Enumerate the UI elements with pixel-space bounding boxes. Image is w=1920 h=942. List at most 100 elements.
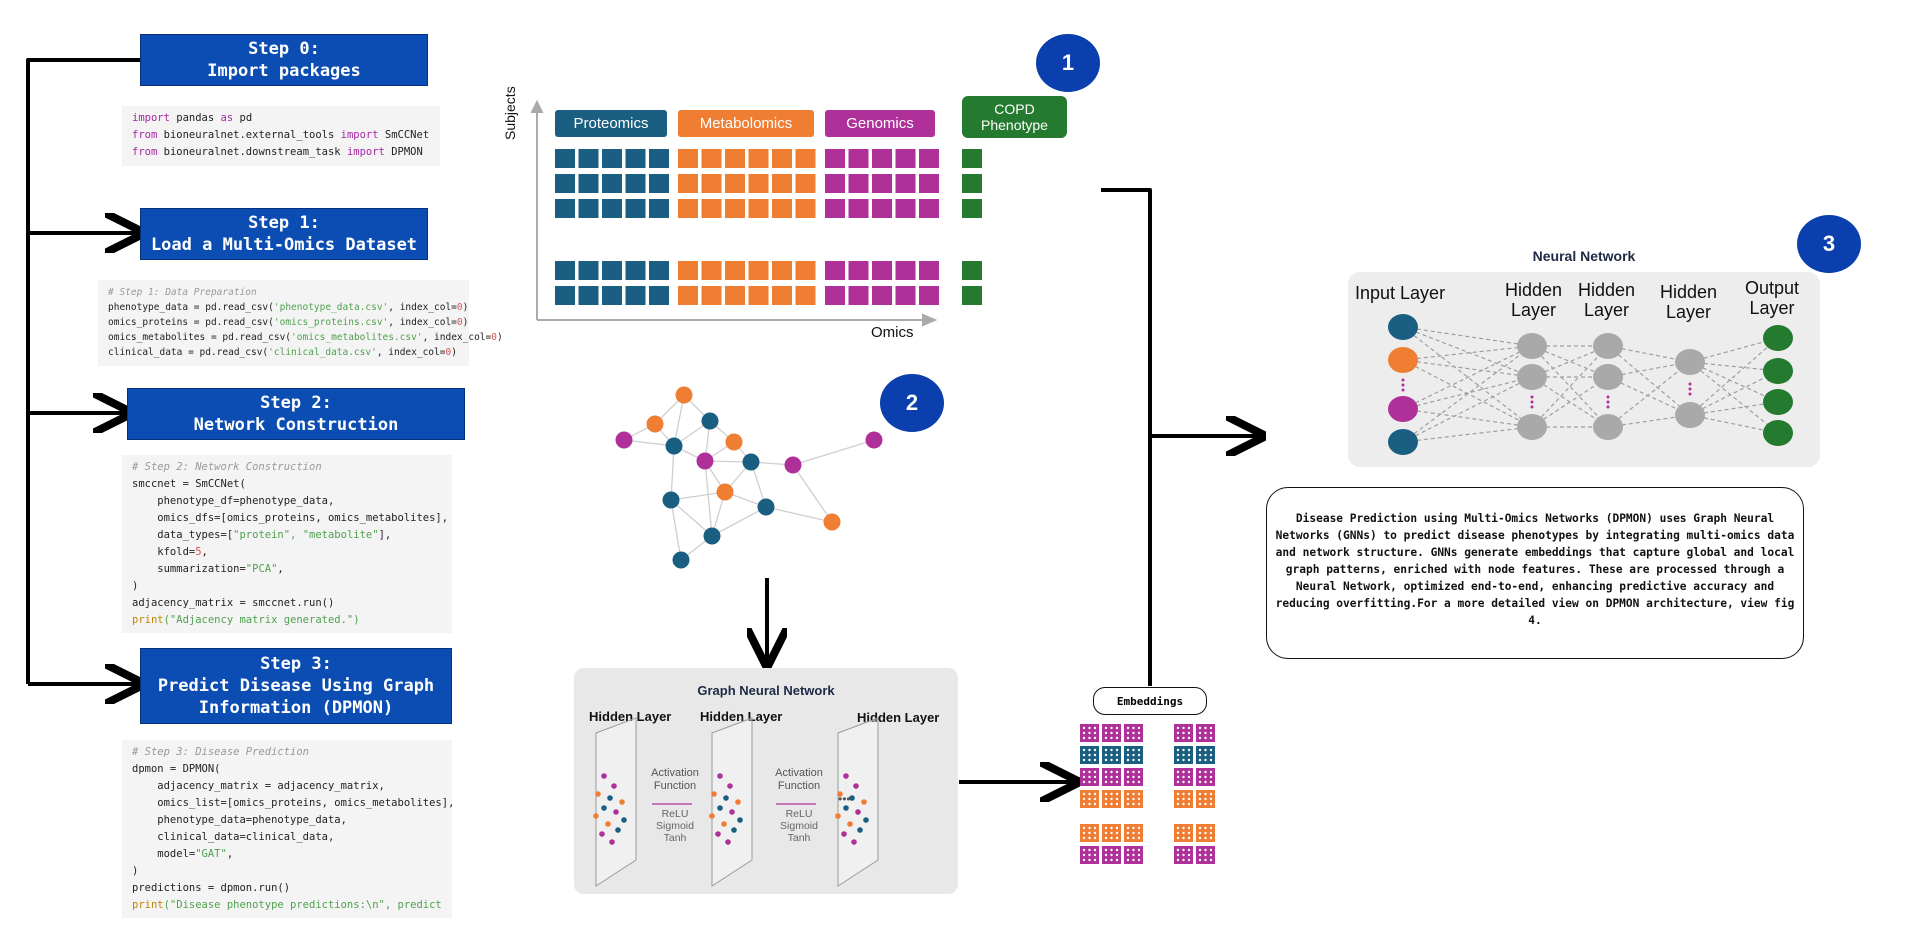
graph-node <box>701 412 719 430</box>
gnn-node <box>847 821 853 827</box>
gnn-node <box>601 805 607 811</box>
omics-cell <box>555 199 575 218</box>
step-1-subtitle: Load a Multi-Omics Dataset <box>150 235 418 255</box>
nn-output-line1: Output <box>1745 278 1800 298</box>
embedding-dot <box>1204 770 1207 774</box>
embedding-dot <box>1110 780 1113 784</box>
embedding-dot <box>1126 726 1130 730</box>
embedding-dot <box>1104 775 1108 779</box>
embedding-dot <box>1088 836 1091 840</box>
embedding-dot <box>1126 792 1130 796</box>
fn-sigmoid-2: Sigmoid <box>780 820 818 832</box>
nn-connection <box>1689 337 1779 363</box>
omics-cell <box>919 286 939 305</box>
embedding-dot <box>1182 797 1185 801</box>
embedding-dot <box>1204 726 1207 730</box>
step-3-subtitle-line1: Predict Disease Using Graph <box>157 676 435 696</box>
activation-label-1-line2: Function <box>653 780 697 792</box>
embedding-dot <box>1093 831 1097 835</box>
badge-2: 2 <box>880 374 944 432</box>
embedding-dot <box>1137 726 1141 730</box>
nn-neuron <box>1517 414 1547 440</box>
embedding-dot <box>1198 848 1202 852</box>
embedding-dot <box>1198 797 1202 801</box>
activation-label-2-line2: Function <box>777 780 821 792</box>
embedding-dot <box>1104 858 1108 862</box>
omics-cell <box>678 261 698 280</box>
embedding-dot <box>1204 775 1207 779</box>
omics-cell <box>825 149 845 168</box>
graph-node <box>646 415 664 433</box>
embedding-dot <box>1209 792 1213 796</box>
embedding-dot <box>1104 770 1108 774</box>
nn-ellipsis-dot <box>1606 400 1610 404</box>
embedding-dot <box>1198 858 1202 862</box>
gnn-node <box>853 783 859 789</box>
nn-connection <box>1607 376 1691 416</box>
omics-cell <box>748 149 769 168</box>
embedding-dot <box>1132 775 1135 779</box>
embedding-dot <box>1182 780 1185 784</box>
embedding-dot <box>1198 836 1202 840</box>
embedding-dot <box>1126 853 1130 857</box>
embedding-dot <box>1176 731 1180 735</box>
embedding-dot <box>1187 853 1191 857</box>
gnn-node <box>851 839 857 845</box>
embedding-dot <box>1198 780 1202 784</box>
embedding-dot <box>1082 736 1086 740</box>
embedding-dot <box>1176 753 1180 757</box>
embedding-dot <box>1198 826 1202 830</box>
omics-cell <box>649 149 669 168</box>
code-line: predictions = dpmon.run() <box>132 882 291 894</box>
embedding-dot <box>1088 858 1091 862</box>
embedding-dot <box>1104 853 1108 857</box>
omics-cell <box>649 286 669 305</box>
omics-cell <box>725 174 745 193</box>
embedding-dot <box>1137 848 1141 852</box>
embeddings-label: Embeddings <box>1093 687 1207 715</box>
embedding-dot <box>1182 853 1185 857</box>
embedding-dot <box>1104 780 1108 784</box>
embedding-dot <box>1137 831 1141 835</box>
omics-cell <box>602 199 622 218</box>
omics-cell <box>962 149 982 168</box>
gnn-node <box>725 839 731 845</box>
embedding-dot <box>1115 770 1119 774</box>
gnn-node <box>601 773 607 779</box>
code-line: adjacency_matrix = adjacency_matrix, <box>132 780 385 792</box>
omics-cell <box>848 199 869 218</box>
nn-graphic <box>1388 314 1793 455</box>
embedding-dot <box>1132 831 1135 835</box>
graph-edge <box>670 491 726 501</box>
nn-neuron <box>1675 349 1705 375</box>
embedding-dot <box>1082 780 1086 784</box>
proteomics-header: Proteomics <box>555 110 667 137</box>
code-line: omics_proteins = pd.read_csv('omics_prot… <box>108 317 469 328</box>
omics-data-cells <box>555 149 982 305</box>
step-2-title: Step 2: <box>260 393 332 413</box>
embedding-dot <box>1209 731 1213 735</box>
gnn-node <box>607 795 613 801</box>
embedding-dot <box>1182 848 1185 852</box>
graph-node <box>675 386 693 404</box>
embedding-dot <box>1088 726 1091 730</box>
code-line: omics_metabolites = pd.read_csv('omics_m… <box>108 332 503 343</box>
embedding-dot <box>1126 831 1130 835</box>
embedding-dot <box>1137 758 1141 762</box>
omics-cell <box>872 174 892 193</box>
gnn-node <box>711 791 717 797</box>
dpmon-description: Disease Prediction using Multi-Omics Net… <box>1266 487 1804 659</box>
embedding-dot <box>1204 731 1207 735</box>
copd-label-line2: Phenotype <box>981 117 1048 133</box>
code-line: ) <box>132 580 139 592</box>
gnn-node <box>835 813 841 819</box>
embedding-dot <box>1187 731 1191 735</box>
embedding-dot <box>1198 853 1202 857</box>
nn-hidden-1-line1: Hidden <box>1505 280 1563 300</box>
embedding-dot <box>1176 858 1180 862</box>
embedding-dot <box>1110 858 1113 862</box>
embedding-dot <box>1082 753 1086 757</box>
embedding-dot <box>1204 831 1207 835</box>
